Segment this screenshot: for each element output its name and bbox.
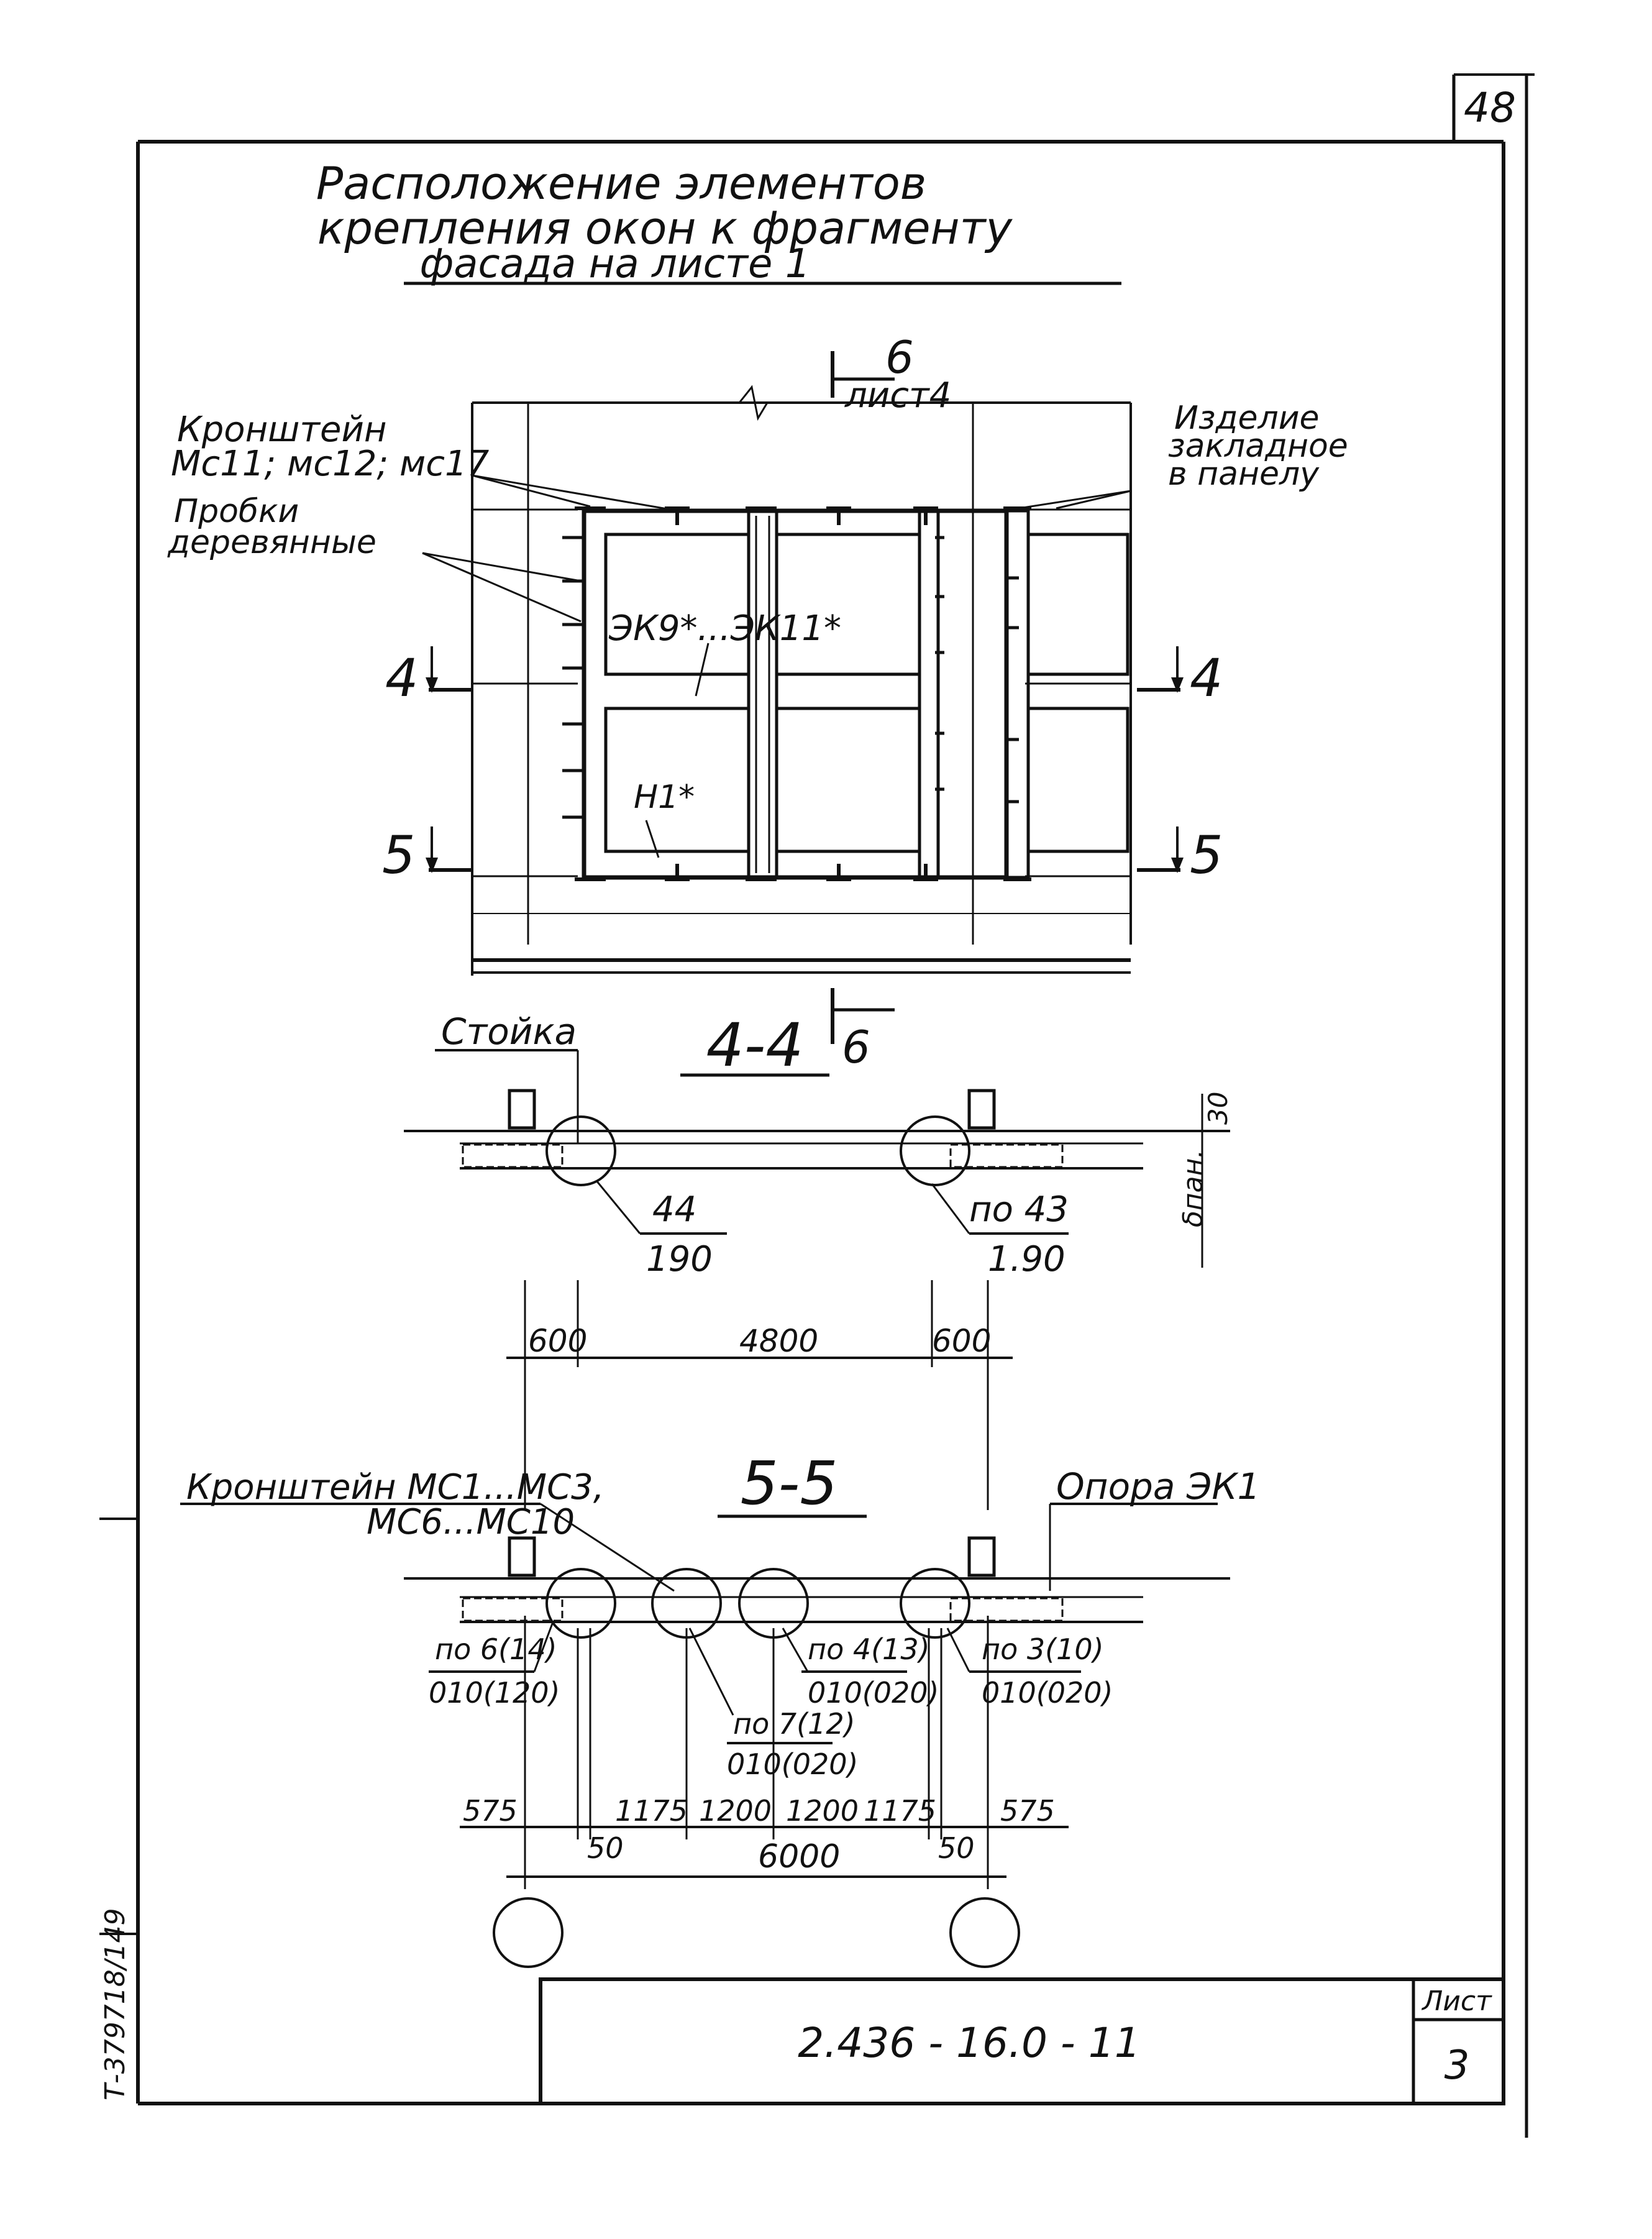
stamp-doc-code: 2.436 - 16.0 - 11 — [798, 2019, 1140, 2067]
label-n1: Н1* — [634, 779, 695, 816]
label-bracket-top-1: Кронштейн — [177, 410, 387, 450]
label-embedded-1: Изделие — [1174, 400, 1320, 437]
title-stamp: 2.436 - 16.0 - 11 Лист 3 — [539, 1977, 1505, 2105]
dim-1175-right: 1175 — [864, 1794, 936, 1828]
callout-44-top: 44 — [652, 1189, 696, 1230]
callout-43-bottom: 1.90 — [988, 1239, 1066, 1280]
section-4-4: 4-4 Стойка 44 190 по 43 1.90 30 δпан. — [404, 1010, 1233, 1280]
title-block: Расположение элементов крепления окон к … — [316, 157, 1121, 287]
callout-3-bottom: 010(020) — [982, 1676, 1113, 1710]
dim-1200-right: 1200 — [786, 1794, 859, 1828]
cut-markers: 4 4 5 5 — [382, 646, 1223, 886]
callout-43-top: по 43 — [969, 1189, 1069, 1230]
title-line-3: фасада на листе 1 — [420, 241, 811, 287]
label-ek: ЭК9*...ЭК11* — [608, 608, 841, 649]
side-inventory-number: Т-379718/149 — [99, 1908, 131, 2100]
dim-chain-44: 600 4800 600 — [506, 1280, 1013, 1510]
dim-600-right: 600 — [932, 1323, 991, 1359]
callout-6-top: по 6(14) — [435, 1632, 557, 1666]
facade-fragment — [422, 385, 1132, 976]
callout-44-bottom: 190 — [646, 1239, 713, 1280]
dim-600-left: 600 — [528, 1323, 587, 1359]
label-plugs-1: Пробки — [174, 493, 299, 530]
stamp-sheet-label: Лист — [1421, 1985, 1492, 2017]
stamp-sheet-number: 3 — [1444, 2043, 1470, 2089]
section-6-number-bottom: 6 — [842, 1021, 870, 1073]
cut-5-left: 5 — [382, 825, 415, 886]
section-6-marker-top: 6 лист4 — [831, 331, 951, 416]
dim-4800: 4800 — [739, 1323, 818, 1359]
dim-6000: 6000 — [758, 1838, 840, 1875]
label-support: Опора ЭК1 — [1056, 1465, 1260, 1508]
callout-4-top: по 4(13) — [808, 1632, 930, 1666]
section-6-marker-bottom: 6 — [831, 988, 895, 1073]
section-6-sheet: лист4 — [844, 375, 951, 416]
dim-1175-left: 1175 — [615, 1794, 688, 1828]
callout-7-bottom: 010(020) — [727, 1747, 859, 1781]
section-6-number: 6 — [885, 331, 914, 383]
section-4-4-title: 4-4 — [706, 1010, 804, 1080]
plug-marks — [562, 536, 1019, 819]
label-bracket-bottom-2: МС6...МС10 — [367, 1502, 575, 1542]
label-bracket-top-2: Мс11; мс12; мс17 — [171, 444, 490, 484]
cut-4-left: 4 — [385, 648, 418, 708]
callout-6-bottom: 010(120) — [429, 1676, 560, 1710]
label-stand: Стойка — [441, 1010, 577, 1053]
sheet-top-number: 48 — [1464, 84, 1516, 132]
axis-bubble-left — [493, 1897, 564, 1968]
label-embedded-3: в панелу — [1168, 456, 1320, 493]
dim-chain-55: 575 1175 1200 1200 1175 575 50 50 6000 — [460, 1616, 1069, 1889]
axis-bubble-right — [949, 1897, 1020, 1968]
dim-30: 30 — [1203, 1092, 1233, 1125]
cut-4-right: 4 — [1190, 648, 1223, 708]
label-plugs-2: деревянные — [167, 524, 376, 561]
dim-575-left: 575 — [463, 1794, 518, 1828]
dim-50-right: 50 — [938, 1831, 975, 1865]
cut-5-right: 5 — [1190, 825, 1223, 886]
title-line-1: Расположение элементов — [316, 157, 926, 209]
label-bracket-bottom-1: Кронштейн МС1...МС3, — [186, 1467, 605, 1508]
dim-50-left: 50 — [587, 1831, 624, 1865]
dim-575-right: 575 — [1000, 1794, 1055, 1828]
callout-4-bottom: 010(020) — [808, 1676, 939, 1710]
label-embedded-2: закладное — [1168, 428, 1348, 465]
callout-3-top: по 3(10) — [982, 1632, 1104, 1666]
section-5-5-title: 5-5 — [741, 1449, 838, 1518]
label-pan: δпан. — [1177, 1150, 1209, 1227]
callout-7-top: по 7(12) — [733, 1707, 856, 1741]
dim-1200-left: 1200 — [699, 1794, 772, 1828]
title-line-2: крепления окон к фрагменту — [317, 202, 1013, 254]
